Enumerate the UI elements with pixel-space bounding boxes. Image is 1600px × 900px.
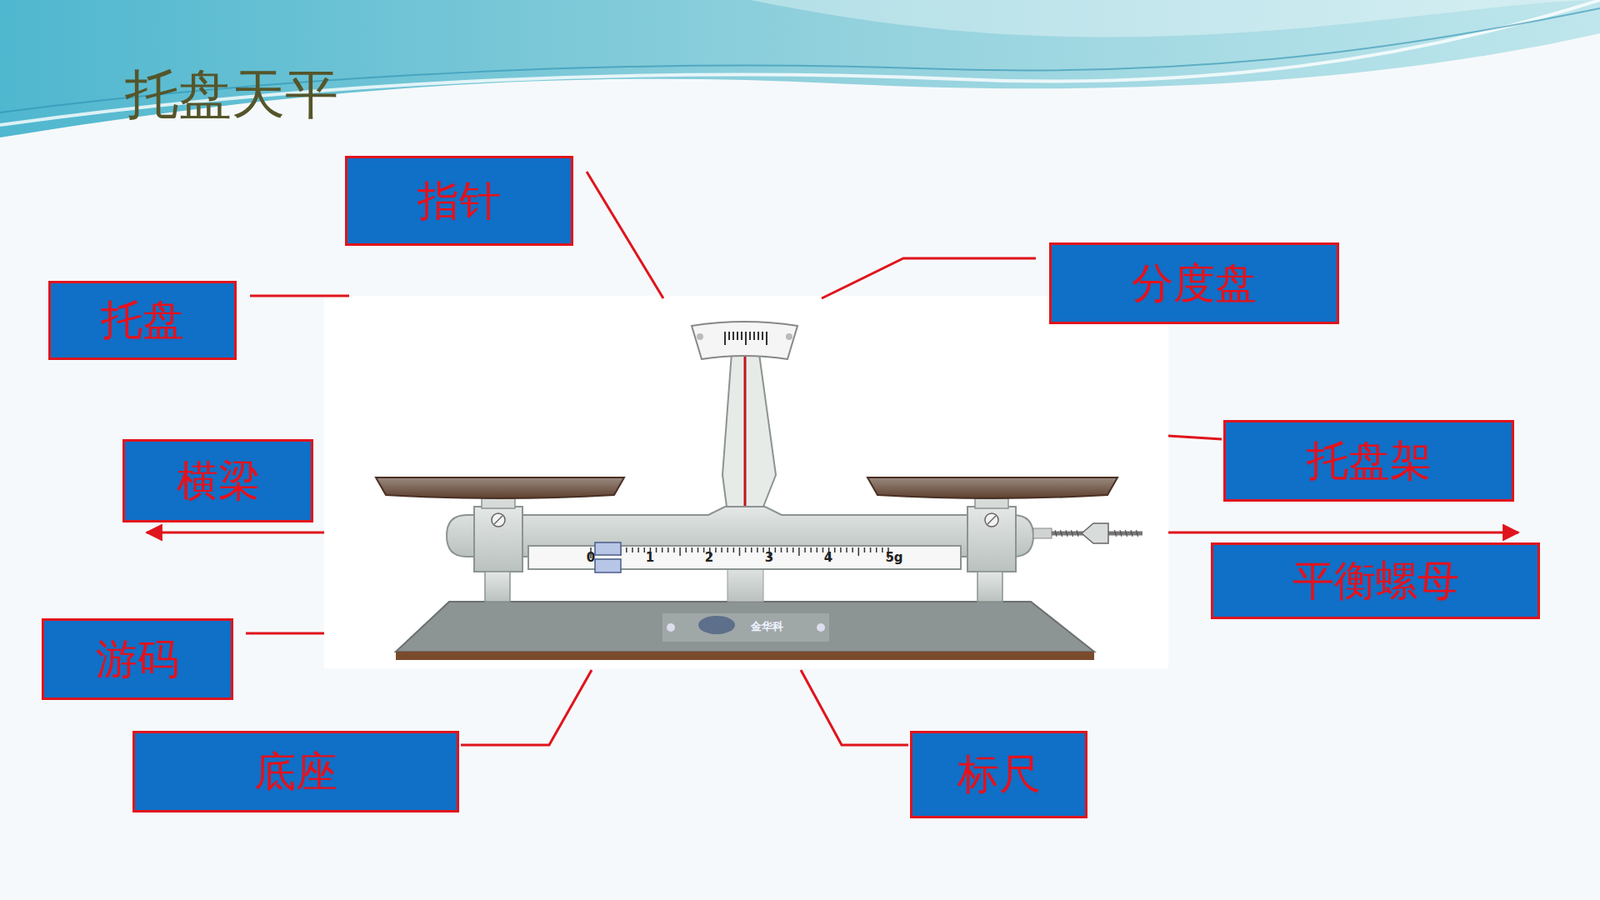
tick-mark	[1065, 530, 1068, 537]
part-name: 托盘架	[1306, 438, 1432, 485]
scale-number: 0	[586, 551, 595, 565]
tick-mark	[728, 331, 730, 340]
tick-mark	[775, 547, 777, 553]
tick-mark	[631, 547, 634, 553]
tick-mark	[756, 547, 759, 553]
tick-mark	[1076, 530, 1079, 537]
tick-mark	[840, 547, 842, 553]
tick-mark	[736, 331, 739, 340]
tick-mark	[691, 547, 694, 553]
tick-mark	[786, 547, 789, 553]
tick-mark	[644, 547, 646, 553]
tick-mark	[703, 547, 705, 553]
tick-mark	[749, 331, 751, 340]
tick-mark	[739, 547, 741, 556]
tick-mark	[762, 547, 765, 553]
tick-mark	[822, 547, 825, 553]
tick-mark	[667, 547, 670, 553]
tick-mark	[864, 547, 866, 553]
tick-mark	[881, 547, 884, 553]
tick-mark	[1136, 530, 1139, 537]
tick-mark	[804, 547, 806, 553]
tick-mark	[1115, 530, 1117, 537]
part-name: 平衡螺母	[1292, 558, 1460, 605]
label-box: 托盘	[48, 280, 237, 360]
part-name: 游码	[95, 636, 180, 683]
scale-number: 4	[824, 551, 833, 565]
tick-mark	[810, 547, 812, 553]
part-name: 托盘	[100, 297, 185, 344]
tick-mark	[679, 547, 681, 556]
part-name: 标尺	[957, 751, 1041, 798]
scale-number: 1	[645, 551, 655, 565]
part-name: 指针	[417, 178, 501, 225]
label-box: 横梁	[122, 439, 314, 523]
tick-mark	[637, 547, 640, 553]
tick-mark	[792, 547, 795, 553]
page-title: 托盘天平	[125, 65, 339, 124]
tick-mark	[845, 547, 848, 553]
tick-mark	[834, 547, 836, 553]
tick-mark	[655, 547, 658, 553]
tick-mark	[732, 331, 735, 340]
scale-number: 2	[705, 551, 714, 565]
tick-mark	[1125, 530, 1128, 537]
tick-mark	[757, 331, 760, 340]
label-box: 底座	[132, 730, 460, 813]
tick-mark	[851, 547, 854, 553]
tick-mark	[858, 547, 860, 556]
tick-mark	[1130, 530, 1133, 537]
part-name: 分度盘	[1131, 260, 1257, 307]
tick-mark	[745, 547, 747, 553]
tick-mark	[1055, 530, 1057, 537]
tick-mark	[765, 331, 768, 345]
part-name: 横梁	[176, 458, 260, 505]
tick-mark	[733, 547, 735, 553]
brand-mark: 金华科	[750, 620, 784, 632]
label-box: 指针	[345, 155, 574, 246]
tick-mark	[685, 547, 687, 553]
tick-mark	[753, 331, 755, 340]
label-box: 分度盘	[1049, 242, 1340, 325]
tick-mark	[726, 547, 729, 553]
tick-mark	[750, 547, 753, 553]
tick-mark	[724, 331, 726, 345]
tick-mark	[1071, 530, 1074, 537]
tick-mark	[761, 331, 764, 340]
label-box: 游码	[41, 618, 234, 700]
tick-mark	[745, 331, 747, 345]
scale-number: 5g	[885, 551, 903, 565]
part-name: 底座	[254, 749, 338, 795]
tick-mark	[780, 547, 783, 553]
tick-mark	[870, 547, 872, 553]
tick-mark	[715, 547, 717, 553]
tick-mark	[875, 547, 878, 553]
tick-mark	[697, 547, 700, 553]
scale-number: 3	[765, 551, 774, 565]
label-box: 标尺	[910, 730, 1088, 819]
tick-mark	[798, 547, 800, 556]
label-box: 托盘架	[1223, 420, 1515, 502]
tick-mark	[740, 331, 743, 340]
tick-mark	[816, 547, 819, 553]
tick-mark	[661, 547, 664, 553]
tick-mark	[720, 547, 723, 553]
tick-mark	[1060, 530, 1063, 537]
tick-mark	[625, 547, 628, 553]
tick-mark	[673, 547, 675, 553]
label-box: 平衡螺母	[1210, 542, 1540, 620]
tick-mark	[1120, 530, 1122, 537]
